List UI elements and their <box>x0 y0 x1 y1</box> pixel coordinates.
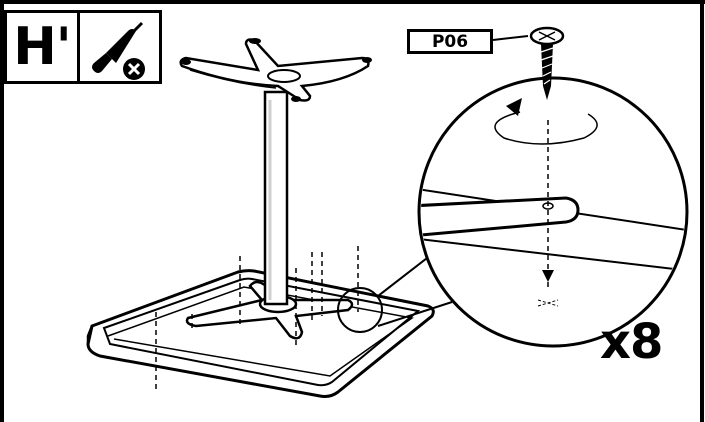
screw-icon <box>492 26 565 100</box>
screwdriver-not-needed-icon <box>92 21 145 80</box>
part-code: P06 <box>431 31 469 52</box>
detail-marker <box>337 287 383 333</box>
tool-indicator <box>80 10 162 84</box>
step-indicator: H' <box>4 10 80 84</box>
screw-guides <box>155 246 359 392</box>
quantity-label: x8 <box>600 314 663 370</box>
part-code-tag: P06 <box>407 29 493 54</box>
step-label: H' <box>13 17 71 77</box>
column <box>263 90 289 306</box>
top-bracket <box>179 38 372 102</box>
callout-line-bottom <box>377 301 453 327</box>
magnified-detail <box>417 76 689 348</box>
